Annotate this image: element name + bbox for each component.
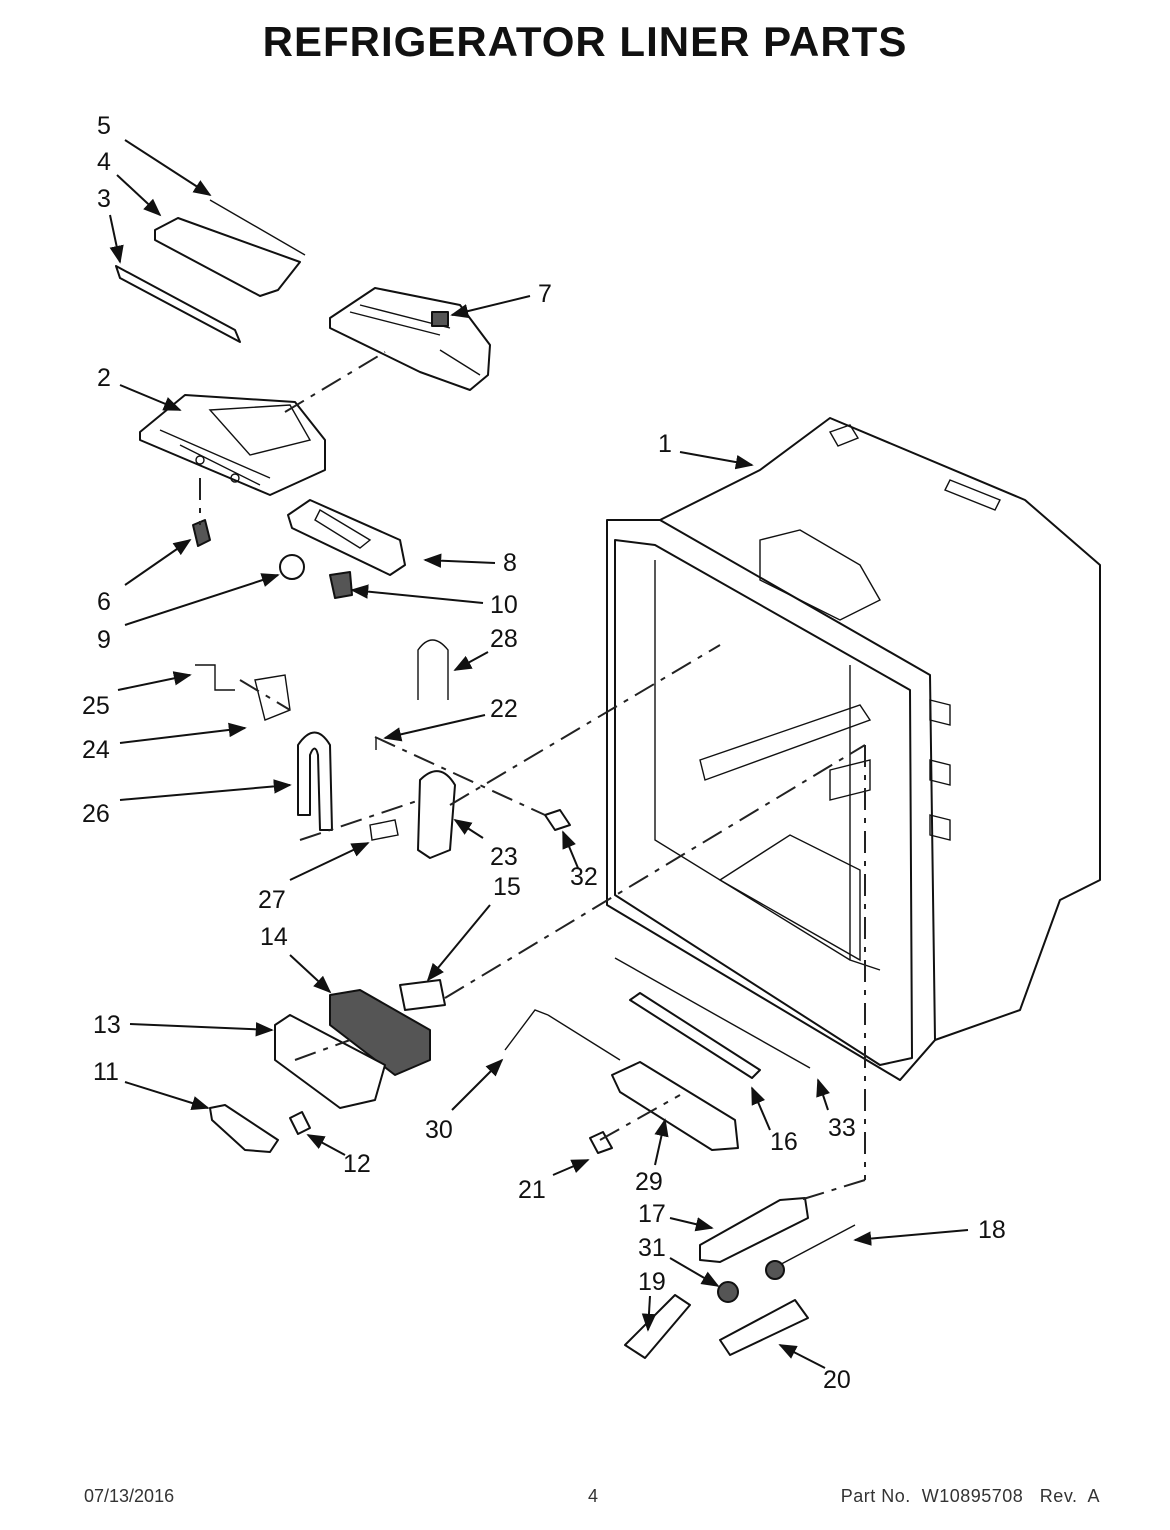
callout-28: 28 (490, 625, 518, 653)
footer-part-number: Part No. W10895708 Rev. A (840, 1486, 1100, 1506)
callout-24: 24 (82, 736, 110, 764)
assembly-lines (199, 351, 866, 1201)
cover-part-5 (209, 199, 306, 256)
callout-7: 7 (538, 280, 552, 308)
callout-29: 29 (635, 1168, 663, 1196)
trim-part-11 (209, 1104, 279, 1153)
knob-part-18 (765, 1260, 785, 1280)
callout-18: 18 (978, 1216, 1006, 1244)
rod-part-33 (614, 957, 811, 1069)
screw-part-21 (589, 1131, 613, 1154)
callout-6: 6 (97, 588, 111, 616)
callout-21: 21 (518, 1176, 546, 1204)
bearing-part-31 (717, 1281, 739, 1303)
control-housing-part-2 (139, 394, 326, 496)
callout-27: 27 (258, 886, 286, 914)
callout-11: 11 (93, 1058, 119, 1086)
callout-31: 31 (638, 1234, 666, 1262)
drawer-handle-part-13 (274, 1014, 386, 1109)
callout-25: 25 (82, 692, 110, 720)
rail-part-16 (629, 992, 761, 1079)
page-title: REFRIGERATOR LINER PARTS (262, 18, 908, 65)
leader-lines (109, 139, 969, 1369)
air-diffuser-part-7 (329, 287, 491, 391)
callout-9: 9 (97, 626, 111, 654)
callout-26: 26 (82, 800, 110, 828)
callout-30: 30 (425, 1116, 453, 1144)
bulb-part-9 (279, 554, 305, 580)
bracket-part-3 (115, 265, 241, 343)
socket-part-10 (329, 571, 353, 599)
rod-part-30 (504, 1009, 549, 1051)
bracket-part-27 (369, 819, 399, 841)
callout-4: 4 (97, 148, 111, 176)
callout-14: 14 (260, 923, 288, 951)
footer-page-number: 4 (588, 1486, 599, 1506)
screw-part-12 (289, 1111, 311, 1135)
fitting-part-15 (399, 979, 446, 1011)
bracket-part-29 (611, 1061, 739, 1151)
hinge-part-23 (417, 770, 456, 859)
callout-3: 3 (97, 185, 111, 213)
cover-part-20 (719, 1299, 809, 1356)
callout-12: 12 (343, 1150, 371, 1178)
tube-part-28 (417, 639, 449, 700)
cartridge-part-19 (624, 1294, 691, 1359)
callout-23: 23 (490, 843, 518, 871)
callout-22: 22 (490, 695, 518, 723)
callout-32: 32 (570, 863, 598, 891)
callout-20: 20 (823, 1366, 851, 1394)
bracket-part-25 (195, 664, 235, 691)
handle-part-26 (297, 731, 333, 831)
callout-10: 10 (490, 591, 518, 619)
callout-labels: 1 2 3 4 5 6 7 8 9 10 11 12 13 14 15 16 1… (82, 112, 1006, 1394)
callout-33: 33 (828, 1114, 856, 1142)
callout-2: 2 (97, 364, 111, 392)
light-housing-part-8 (287, 499, 406, 576)
callout-17: 17 (638, 1200, 666, 1228)
shaft-part-18 (769, 1224, 856, 1271)
cover-part-14 (329, 989, 431, 1076)
callout-15: 15 (493, 873, 521, 901)
clip-part-6 (192, 519, 211, 547)
callout-8: 8 (503, 549, 517, 577)
callout-16: 16 (770, 1128, 798, 1156)
wire-part-30b (547, 1014, 621, 1061)
panel-part-4 (154, 217, 301, 297)
footer-date: 07/13/2016 (84, 1486, 175, 1506)
screw-part-32 (544, 809, 571, 831)
hinge-part-24 (254, 674, 291, 721)
callout-1: 1 (658, 430, 672, 458)
housing-part-17 (699, 1197, 809, 1263)
liner-part-1 (606, 417, 1101, 1081)
callout-13: 13 (93, 1011, 121, 1039)
callout-19: 19 (638, 1268, 666, 1296)
callout-5: 5 (97, 112, 111, 140)
